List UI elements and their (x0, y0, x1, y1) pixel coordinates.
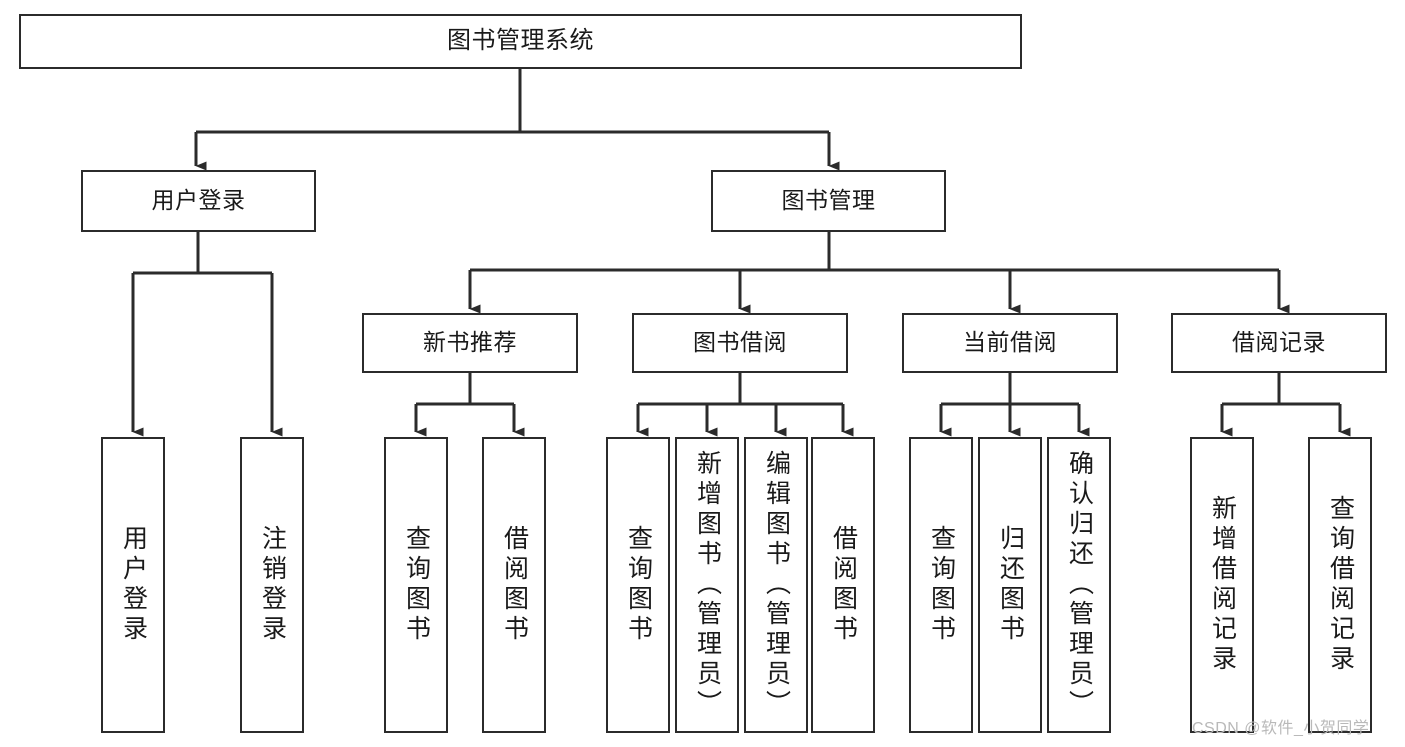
node-label: 新增图书（管理员） (693, 450, 722, 720)
node-label: 图书管理系统 (447, 27, 594, 55)
node-label: 图书管理 (781, 187, 876, 214)
leaf-user-login[interactable]: 用户登录 (101, 437, 165, 733)
node-label: 用户登录 (151, 187, 246, 214)
leaf-add-book-admin[interactable]: 新增图书（管理员） (675, 437, 739, 733)
node-label: 新增借阅记录 (1208, 495, 1237, 675)
leaf-add-borrow-record[interactable]: 新增借阅记录 (1190, 437, 1254, 733)
node-label: 借阅记录 (1232, 329, 1326, 356)
node-label: 归还图书 (996, 525, 1025, 645)
node-label: 查询图书 (927, 525, 956, 645)
node-user-login[interactable]: 用户登录 (81, 170, 316, 232)
leaf-query-book-2[interactable]: 查询图书 (606, 437, 670, 733)
node-book-borrow[interactable]: 图书借阅 (632, 313, 848, 373)
leaf-user-logout[interactable]: 注销登录 (240, 437, 304, 733)
node-label: 确认归还（管理员） (1065, 450, 1094, 720)
leaf-borrow-book-1[interactable]: 借阅图书 (482, 437, 546, 733)
node-label: 查询借阅记录 (1326, 495, 1355, 675)
node-label: 当前借阅 (963, 329, 1057, 356)
watermark: CSDN @软件_小贺同学 (1192, 720, 1370, 737)
node-new-book-recommend[interactable]: 新书推荐 (362, 313, 578, 373)
node-label: 编辑图书（管理员） (762, 450, 791, 720)
leaf-query-book-3[interactable]: 查询图书 (909, 437, 973, 733)
leaf-return-book[interactable]: 归还图书 (978, 437, 1042, 733)
node-label: 借阅图书 (500, 525, 529, 645)
node-borrow-record[interactable]: 借阅记录 (1171, 313, 1387, 373)
node-label: 查询图书 (402, 525, 431, 645)
node-label: 新书推荐 (423, 329, 517, 356)
leaf-borrow-book-2[interactable]: 借阅图书 (811, 437, 875, 733)
node-book-management[interactable]: 图书管理 (711, 170, 946, 232)
leaf-edit-book-admin[interactable]: 编辑图书（管理员） (744, 437, 808, 733)
leaf-confirm-return-admin[interactable]: 确认归还（管理员） (1047, 437, 1111, 733)
node-label: 借阅图书 (829, 525, 858, 645)
node-book-management-system[interactable]: 图书管理系统 (19, 14, 1022, 69)
leaf-query-borrow-record[interactable]: 查询借阅记录 (1308, 437, 1372, 733)
leaf-query-book-1[interactable]: 查询图书 (384, 437, 448, 733)
node-label: 查询图书 (624, 525, 653, 645)
node-label: 用户登录 (119, 525, 148, 645)
node-current-borrow[interactable]: 当前借阅 (902, 313, 1118, 373)
node-label: 注销登录 (258, 525, 287, 645)
node-label: 图书借阅 (693, 329, 787, 356)
